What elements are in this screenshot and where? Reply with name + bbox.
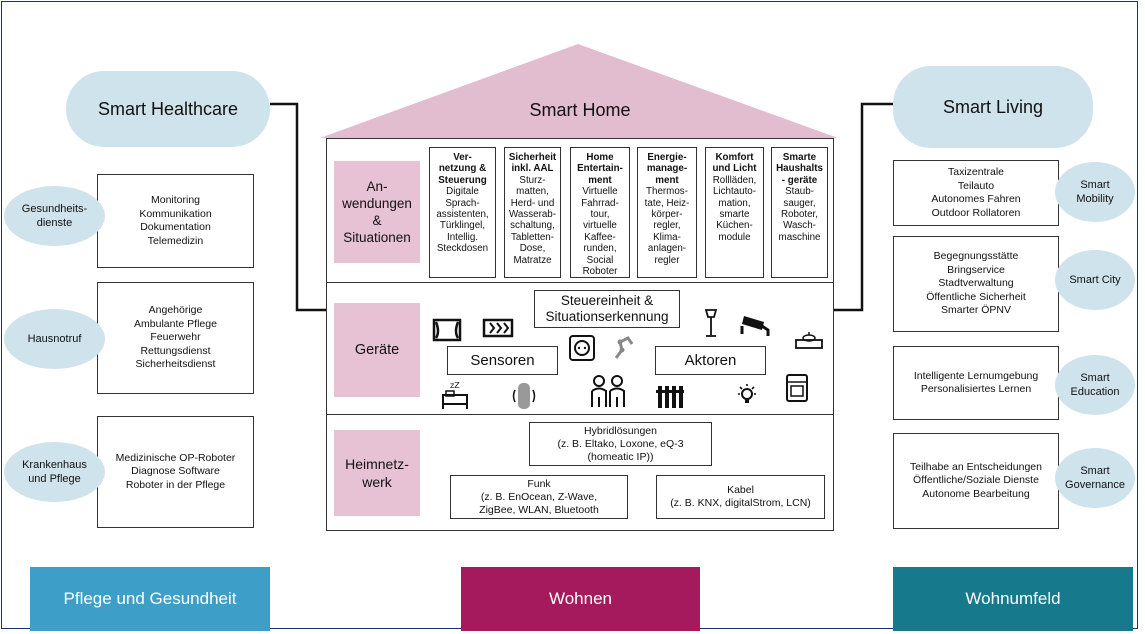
floor-lamp-icon (704, 309, 718, 337)
people-icon (591, 375, 625, 407)
list-item: Kommunikation (139, 207, 212, 220)
smart-mobility-ellipse: Smart Mobility (1055, 162, 1135, 222)
list-item: Personalisiertes Lernen (920, 383, 1032, 395)
cable-body: (z. B. KNX, digitalStrom, LCN) (670, 497, 811, 509)
row-label-anwendungen: An- wendungen & Situationen (334, 161, 420, 263)
row-label-heimnetzwerk: Heimnetz- werk (334, 430, 420, 516)
cable-box: Kabel (z. B. KNX, digitalStrom, LCN) (656, 475, 825, 519)
robot-arm-icon (614, 336, 634, 359)
smart-speaker-icon (512, 383, 536, 409)
healthcare-box-gesundheitsdienste: Monitoring Kommunikation Dokumentation T… (97, 174, 254, 268)
list-item: Intelligente Lernumgebung (913, 369, 1039, 382)
hybrid-box: Hybridlösungen (z. B. Eltako, Loxone, eQ… (529, 422, 712, 466)
radiator-panel-icon (482, 318, 514, 338)
list-item: Stadtverwaltung (938, 277, 1014, 290)
footer-pflege-gesundheit: Pflege und Gesundheit (30, 567, 270, 631)
app-body: Virtuelle Fahrrad- tour, virtuelle Kaffe… (581, 186, 619, 278)
bed-icon: zZ (442, 381, 468, 409)
list-item: Öffentliche Sicherheit (926, 290, 1026, 303)
app-title: Ver- netzung & Steuerung (438, 152, 487, 186)
smart-healthcare-pill: Smart Healthcare (66, 71, 270, 147)
hybrid-title: Hybridlösungen (584, 424, 657, 437)
list-item: Ambulante Pflege (134, 317, 217, 330)
power-socket-icon (569, 335, 595, 361)
cable-title: Kabel (727, 484, 754, 496)
list-item: Autonomes Fahren (931, 193, 1021, 205)
list-item: Taxizentrale (947, 166, 1005, 178)
svg-text:zZ: zZ (450, 381, 460, 390)
list-item: Outdoor Rollatoren (931, 206, 1021, 219)
app-body: Digitale Sprach- assistenten, Türklingel… (436, 186, 489, 255)
footer-wohnumfeld: Wohnumfeld (893, 567, 1133, 631)
cooktop-icon (795, 332, 823, 349)
list-item: Öffentliche/Soziale Dienste (913, 474, 1039, 487)
row-divider (326, 282, 834, 283)
app-title: Home Entertain- ment (577, 152, 623, 186)
gesundheitsdienste-ellipse: Gesundheits- dienste (4, 186, 105, 246)
actuators-box: Aktoren (655, 346, 766, 375)
sensors-box: Sensoren (447, 346, 558, 375)
house-roof (320, 44, 838, 138)
smart-education-ellipse: Smart Education (1055, 355, 1135, 415)
list-item: Rettungsdienst (140, 344, 211, 357)
list-item: Roboter in der Pflege (125, 478, 226, 491)
list-item: Teilhabe an Entscheidungen (910, 460, 1042, 473)
heater-icon (656, 386, 684, 408)
app-column-vernetzung: Ver- netzung & Steuerung Digitale Sprach… (429, 147, 496, 278)
list-item: Telemedizin (147, 234, 204, 247)
list-item: Dokumentation (140, 221, 211, 233)
app-title: Energie- manage- ment (646, 152, 688, 186)
app-body: Sturz- matten, Herd- und Wasserab- schal… (509, 174, 556, 266)
list-item: Medizinische OP-Roboter (115, 451, 236, 464)
lightbulb-icon (738, 384, 756, 403)
control-unit-box: Steuereinheit & Situationserkennung (534, 290, 680, 328)
app-title: Smarte Haushalts - geräte (776, 152, 823, 186)
app-column-haushalt: Smarte Haushalts - geräte Staub- sauger,… (771, 147, 828, 278)
app-body: Staub- sauger, Roboter, Wasch- maschine (778, 186, 821, 243)
radio-title: Funk (527, 477, 551, 490)
living-box-city: Begegnungsstätte Bringservice Stadtverwa… (893, 236, 1059, 332)
app-body: Thermos- tate, Heiz- körper- regler, Kli… (644, 186, 690, 266)
list-item: Bringservice (947, 263, 1005, 276)
oven-icon (786, 374, 808, 402)
smart-living-title: Smart Living (942, 96, 1044, 117)
app-title: Komfort und Licht (712, 152, 757, 175)
list-item: Angehörige (148, 304, 203, 317)
list-item: Monitoring (150, 194, 201, 206)
smart-living-pill: Smart Living (893, 66, 1093, 148)
app-body: Rollläden, Lichtauto- mation, smarte Küc… (712, 174, 757, 243)
hybrid-body: (z. B. Eltako, Loxone, eQ-3 (homeatic IP… (557, 437, 684, 463)
smart-governance-ellipse: Smart Governance (1055, 448, 1135, 508)
living-box-education: Intelligente Lernumgebung Personalisiert… (893, 346, 1059, 420)
app-column-sicherheit: Sicherheit inkl. AAL Sturz- matten, Herd… (504, 147, 561, 278)
list-item: Teilauto (957, 179, 995, 192)
hausnotruf-ellipse: Hausnotruf (4, 309, 105, 369)
living-box-governance: Teilhabe an Entscheidungen Öffentliche/S… (893, 433, 1059, 529)
radio-box: Funk (z. B. EnOcean, Z-Wave, ZigBee, WLA… (450, 475, 628, 519)
app-title: Sicherheit inkl. AAL (508, 152, 557, 175)
app-column-komfort: Komfort und Licht Rollläden, Lichtauto- … (705, 147, 764, 278)
app-column-energie: Energie- manage- ment Thermos- tate, Hei… (637, 147, 697, 278)
list-item: Smarter ÖPNV (940, 304, 1011, 317)
security-camera-icon (740, 316, 770, 336)
smart-home-title: Smart Home (529, 99, 631, 120)
list-item: Diagnose Software (131, 465, 220, 478)
radio-body: (z. B. EnOcean, Z-Wave, ZigBee, WLAN, Bl… (479, 490, 599, 516)
healthcare-box-hausnotruf: Angehörige Ambulante Pflege Feuerwehr Re… (97, 282, 254, 394)
smart-healthcare-title: Smart Healthcare (97, 98, 239, 119)
krankenhaus-ellipse: Krankenhaus und Pflege (4, 442, 105, 502)
list-item: Sicherheitsdienst (135, 358, 216, 371)
living-box-mobility: Taxizentrale Teilauto Autonomes Fahren O… (893, 160, 1059, 226)
row-label-geraete: Geräte (334, 303, 420, 397)
list-item: Feuerwehr (150, 331, 201, 344)
row-divider (326, 414, 834, 415)
window-curtain-icon (432, 318, 462, 342)
app-column-entertainment: Home Entertain- ment Virtuelle Fahrrad- … (570, 147, 630, 278)
smart-city-ellipse: Smart City (1055, 250, 1135, 310)
footer-wohnen: Wohnen (461, 567, 700, 631)
healthcare-box-krankenhaus: Medizinische OP-Roboter Diagnose Softwar… (97, 416, 254, 528)
list-item: Autonome Bearbeitung (922, 487, 1030, 500)
list-item: Begegnungsstätte (933, 250, 1019, 263)
